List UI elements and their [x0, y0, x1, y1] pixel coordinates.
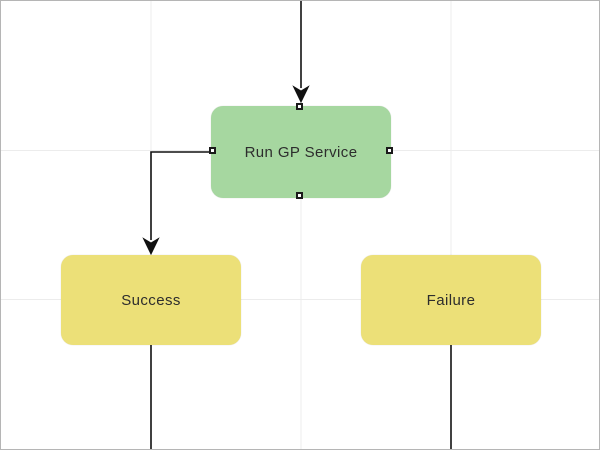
port-right[interactable] [386, 146, 393, 154]
link-line[interactable] [150, 151, 209, 240]
link-incoming-to-run-gp-service[interactable] [292, 1, 310, 104]
port-top[interactable] [295, 102, 303, 110]
node-failure[interactable]: Failure [361, 255, 541, 345]
node-success[interactable]: Success [61, 255, 241, 345]
node-run-gp-service[interactable]: Run GP Service [209, 102, 393, 199]
port-bottom[interactable] [295, 191, 303, 199]
port-left[interactable] [209, 146, 216, 154]
node-label: Success [121, 291, 181, 309]
node-label: Run GP Service [244, 143, 358, 161]
arrowhead-icon [142, 237, 160, 256]
node-label: Failure [426, 291, 476, 309]
link-run-gp-service-to-success[interactable] [142, 151, 210, 256]
arrowhead-icon [292, 85, 310, 104]
